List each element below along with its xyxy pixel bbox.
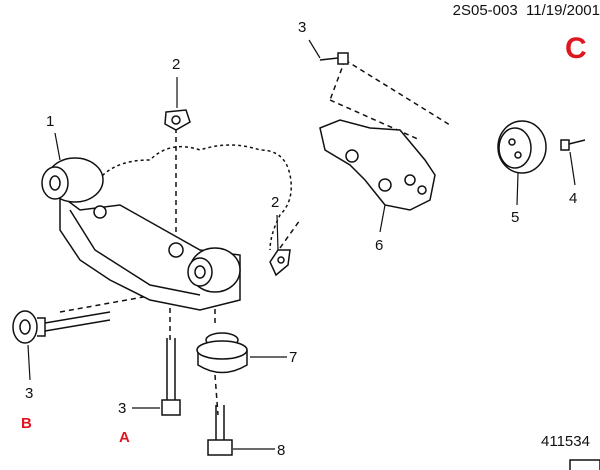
callout-3-a: 3 [118,400,127,417]
nut-top [164,109,191,131]
nut-right [269,249,291,277]
callout-5: 5 [511,209,520,226]
doc-code: 2S05-003 [452,2,518,19]
bracket [319,119,436,211]
bushing-front [41,157,104,203]
header-doc-info: 2S05-003 11/19/2001 [453,2,600,19]
bolt-bottom [207,405,233,456]
callout-2-right: 2 [271,194,280,211]
callout-6: 6 [375,237,384,254]
callout-3-top: 3 [298,19,307,36]
corner-icon [569,459,600,470]
callout-1: 1 [46,113,55,130]
bolt-a [161,338,181,416]
callout-leaders [27,39,576,450]
bolt-b [12,310,111,344]
figure-number: 411534 [541,433,590,450]
mount [196,332,248,374]
callout-8: 8 [277,442,286,459]
bolt-top [319,52,349,65]
bushing-c [497,120,547,174]
callout-2-top: 2 [172,56,181,73]
callout-3-b: 3 [25,385,34,402]
view-label-a: A [119,429,130,446]
doc-date: 11/19/2001 [526,2,600,19]
bolt-c [560,139,586,151]
view-label-b: B [21,415,32,432]
view-letter: C [565,32,587,65]
bushing-rear [187,247,241,293]
callout-4: 4 [569,190,578,207]
callout-7: 7 [289,349,298,366]
